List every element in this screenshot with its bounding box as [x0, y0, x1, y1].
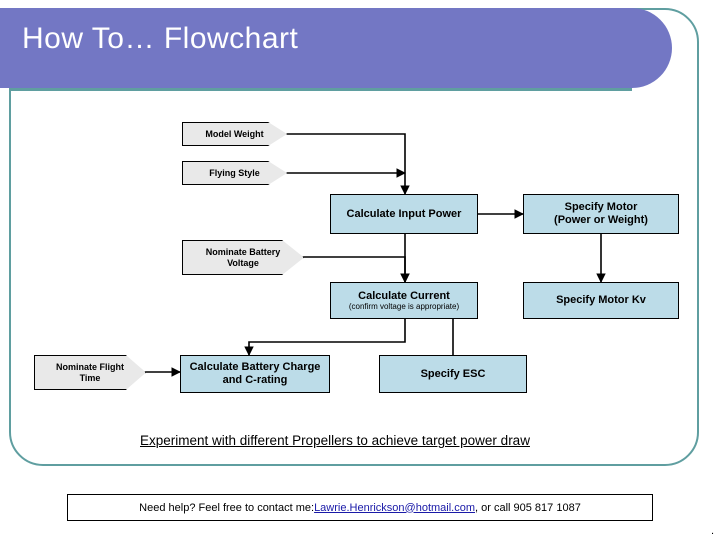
process-sub-note: (confirm voltage is appropriate) — [348, 302, 460, 312]
input-nominate-battery-voltage[interactable]: Nominate Battery Voltage — [182, 240, 304, 275]
contact-suffix: , or call 905 817 1087 — [475, 501, 581, 514]
contact-info-box: Need help? Feel free to contact me: Lawr… — [67, 494, 653, 521]
process-specify-motor[interactable]: Specify Motor (Power or Weight) — [523, 194, 679, 234]
header-banner — [0, 8, 672, 88]
input-model-weight-label: Model Weight — [205, 128, 264, 139]
process-calculate-current[interactable]: Calculate Current (confirm voltage is ap… — [330, 282, 478, 319]
input-model-weight[interactable]: Model Weight — [182, 122, 287, 146]
process-calculate-battery-charge[interactable]: Calculate Battery Charge and C-rating — [180, 355, 330, 393]
contact-email-link[interactable]: Lawrie.Henrickson@hotmail.com — [314, 501, 476, 514]
page-marker: . — [710, 525, 714, 537]
contact-prefix: Need help? Feel free to contact me: — [139, 501, 315, 514]
input-line-2: Time — [79, 372, 101, 383]
process-specify-motor-kv-label: Specify Motor Kv — [556, 294, 646, 307]
process-calculate-input-power[interactable]: Calculate Input Power — [330, 194, 478, 234]
experiment-note: Experiment with different Propellers to … — [140, 433, 530, 448]
input-flying-style-label: Flying Style — [209, 167, 260, 178]
process-line-1: Calculate Current — [358, 289, 450, 302]
process-specify-motor-label: Specify Motor (Power or Weight) — [554, 201, 648, 226]
input-line-2: Voltage — [227, 257, 259, 268]
input-nominate-flight-time[interactable]: Nominate Flight Time — [34, 355, 146, 390]
process-line-1: Calculate Battery Charge — [189, 361, 321, 374]
input-flying-style[interactable]: Flying Style — [182, 161, 287, 185]
input-line-1: Nominate Flight — [56, 362, 124, 373]
process-specify-esc[interactable]: Specify ESC — [379, 355, 527, 393]
input-nominate-battery-voltage-label: Nominate Battery Voltage — [206, 247, 281, 268]
process-specify-esc-label: Specify ESC — [420, 367, 486, 380]
process-calculate-current-label: Calculate Current (confirm voltage is ap… — [349, 290, 459, 312]
input-line-1: Nominate Battery — [205, 247, 281, 258]
page-title: How To… Flowchart — [22, 22, 299, 55]
input-nominate-flight-time-label: Nominate Flight Time — [56, 362, 124, 383]
process-line-2: and C-rating — [222, 374, 288, 386]
header-underline-rule — [9, 88, 632, 91]
process-calculate-input-power-label: Calculate Input Power — [346, 207, 462, 220]
process-calculate-battery-charge-label: Calculate Battery Charge and C-rating — [190, 361, 321, 386]
process-line-2: (Power or Weight) — [554, 214, 648, 226]
process-specify-motor-kv[interactable]: Specify Motor Kv — [523, 282, 679, 319]
process-line-1: Specify Motor — [564, 201, 638, 214]
